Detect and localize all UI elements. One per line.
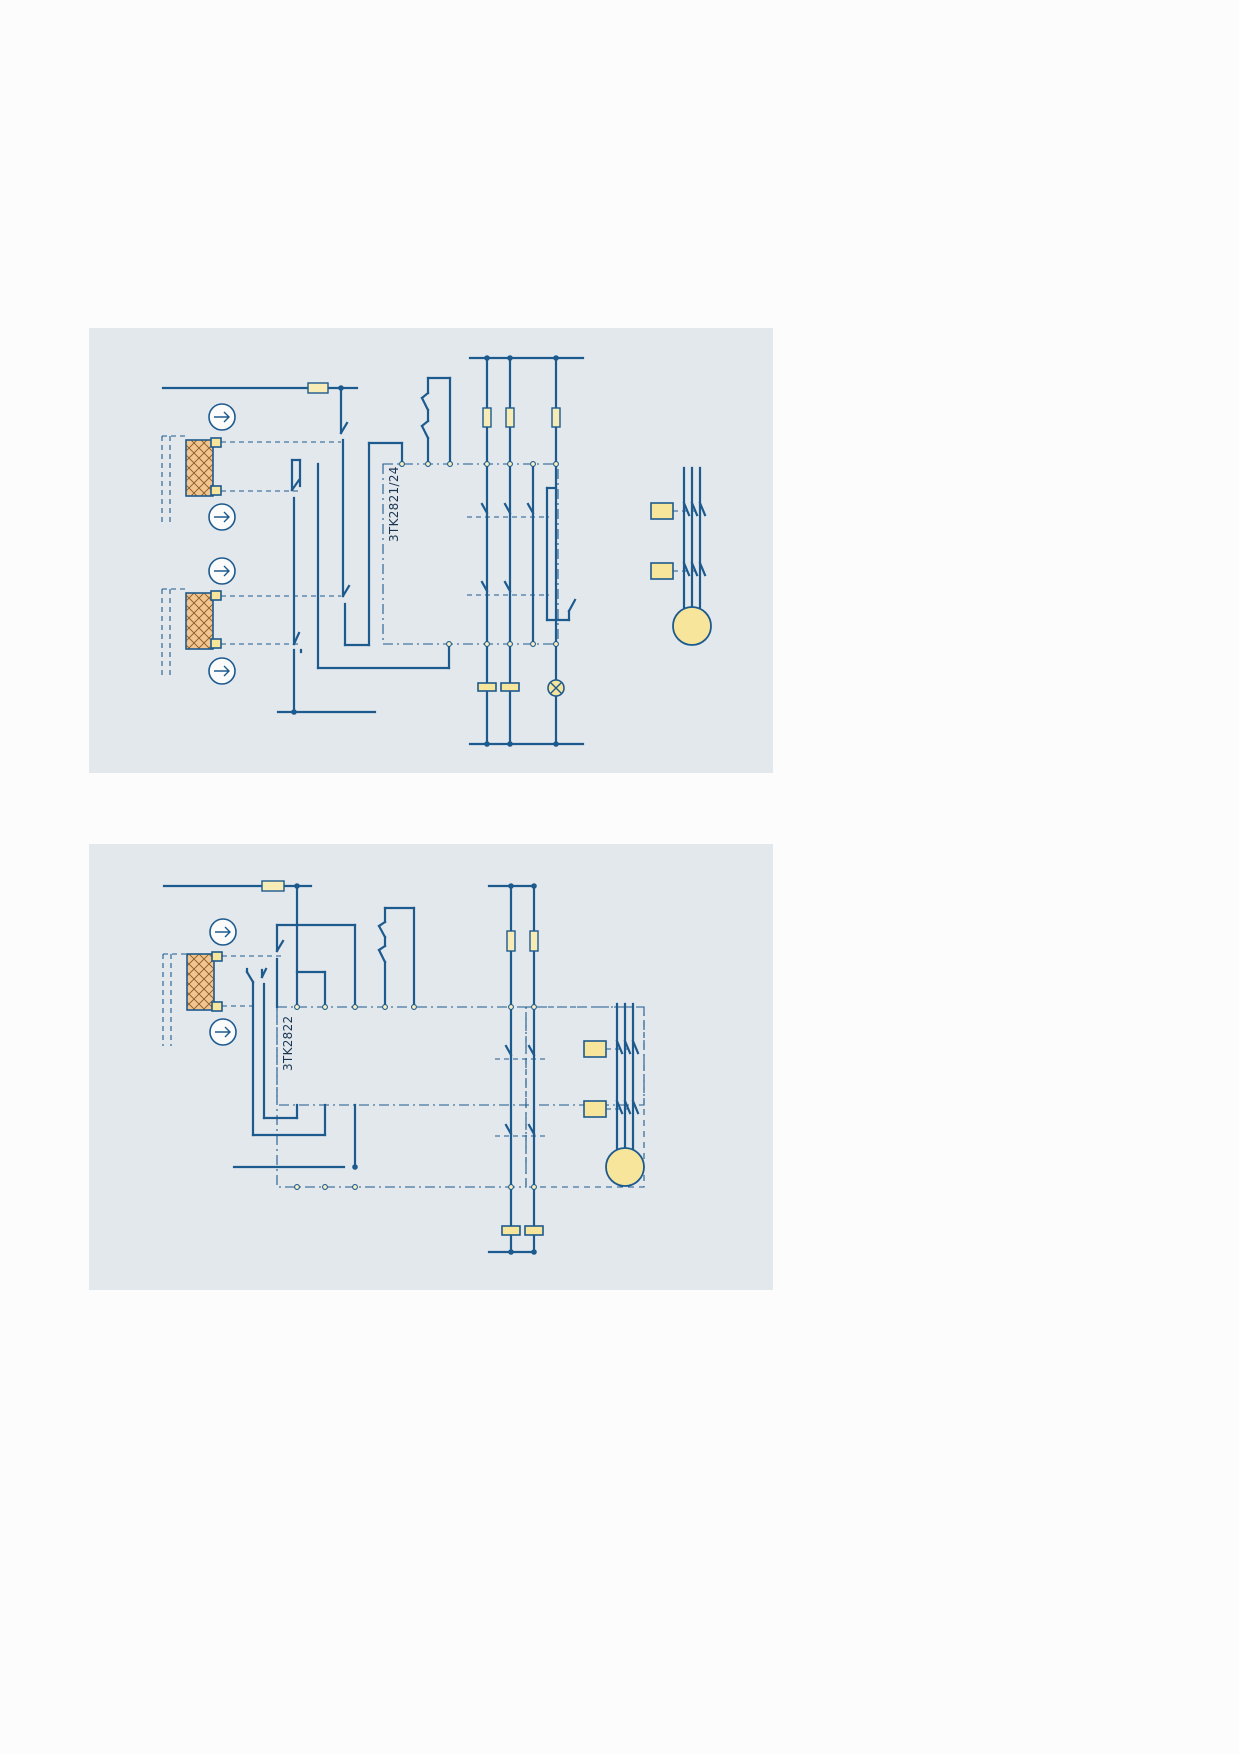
output-channel	[545, 355, 577, 747]
motor-icon	[650, 466, 712, 646]
circuit-svg-2: 3TK2822	[162, 880, 645, 1255]
switch-contact-icon	[275, 884, 357, 1009]
output-channel	[526, 461, 536, 647]
contactor-coil-icon	[524, 1225, 544, 1236]
contactor-coil-icon	[501, 1225, 521, 1236]
safety-relay-box	[382, 463, 559, 645]
switch-contact-icon	[377, 906, 416, 1009]
contactor-coil-icon	[500, 682, 520, 692]
contactor-coil-icon	[477, 682, 497, 692]
fuse-icon	[307, 382, 329, 394]
output-channel	[500, 355, 520, 747]
switch-contact-icon	[339, 386, 404, 647]
fuse-icon	[506, 930, 516, 952]
contactor-coil-icon	[583, 1040, 607, 1058]
output-channel	[477, 355, 497, 747]
light-curtain-icon	[162, 951, 281, 1046]
arrow-right-circle-icon	[209, 1018, 237, 1046]
fuse-icon	[505, 407, 515, 428]
light-curtain-icon	[161, 588, 341, 676]
fuse-icon	[529, 930, 539, 952]
switch-contact-icon	[420, 376, 452, 466]
arrow-right-circle-icon	[208, 503, 236, 531]
arrow-right-circle-icon	[208, 403, 236, 431]
switch-contact-icon	[290, 458, 303, 714]
arrow-right-circle-icon	[208, 557, 236, 585]
switch-contact-icon	[245, 967, 327, 1137]
contactor-coil-icon	[583, 1100, 607, 1118]
supply-line	[162, 880, 313, 892]
fuse-icon	[261, 880, 285, 892]
device-label: 3TK2822	[281, 1016, 295, 1071]
contactor-coil-icon	[650, 562, 674, 580]
output-channel	[524, 883, 544, 1255]
circuit-diagram-3tk2821: 3TK2821/24	[89, 328, 773, 773]
circuit-svg-1: 3TK2821/24	[161, 355, 712, 747]
output-channel	[501, 883, 521, 1255]
contactor-coil-icon	[650, 502, 674, 520]
device-label: 3TK2821/24	[387, 466, 401, 542]
fuse-icon	[482, 407, 492, 428]
supply-line	[161, 382, 359, 394]
arrow-right-circle-icon	[208, 657, 236, 685]
light-curtain-icon	[161, 435, 341, 522]
safety-relay-output	[525, 1006, 645, 1188]
lamp-icon	[547, 679, 565, 697]
motor-icon	[583, 1002, 645, 1187]
arrow-right-circle-icon	[209, 918, 237, 946]
safety-relay-body	[276, 1006, 527, 1188]
circuit-diagram-3tk2822: 3TK2822	[89, 844, 773, 1290]
fuse-icon	[551, 407, 561, 428]
